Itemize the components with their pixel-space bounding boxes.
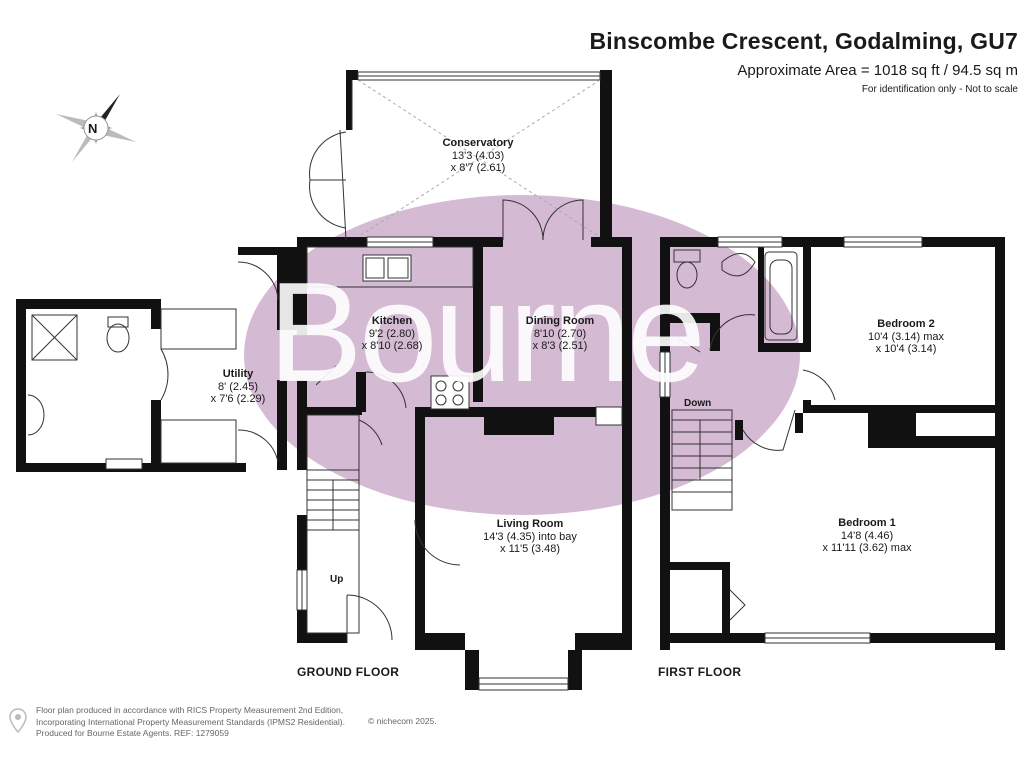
room-name: Bedroom 2 <box>877 318 935 330</box>
copyright-text: © nichecom 2025. <box>368 716 437 726</box>
room-name: Dining Room <box>525 315 595 327</box>
room-name: Conservatory <box>442 137 514 149</box>
room-dining: Dining Room 8'10 (2.70) x 8'3 (2.51) <box>526 315 594 353</box>
room-conservatory: Conservatory 13'3 (4.03) x 8'7 (2.61) <box>443 137 514 175</box>
footer-line: Produced for Bourne Estate Agents. REF: … <box>36 728 229 738</box>
room-dimension: 13'3 (4.03) <box>451 149 505 162</box>
room-dimension: 8' (2.45) <box>217 380 258 393</box>
footer-line: Floor plan produced in accordance with R… <box>36 705 344 715</box>
stairs-down-label: Down <box>684 398 712 409</box>
stairs-up-label: Up <box>330 574 344 585</box>
footer-text: Floor plan produced in accordance with R… <box>36 705 345 740</box>
footer-line: Incorporating International Property Mea… <box>36 716 345 727</box>
room-dimension: x 10'4 (3.14) <box>875 343 937 355</box>
room-name: Utility <box>222 368 254 380</box>
first-floor-walls <box>660 237 1005 650</box>
first-floor-fixtures <box>659 236 923 644</box>
room-dimension: 10'4 (3.14) max <box>867 330 945 343</box>
watermark-text: Bourne <box>268 253 706 412</box>
ground-floor-label: GROUND FLOOR <box>297 665 400 679</box>
ground-floor-walls <box>16 70 632 690</box>
room-utility: Utility 8' (2.45) x 7'6 (2.29) <box>211 368 266 406</box>
ground-floor-fixtures <box>27 71 623 691</box>
room-dimension: 14'3 (4.35) into bay <box>483 530 577 543</box>
room-living: Living Room 14'3 (4.35) into bay x 11'5 … <box>483 518 577 556</box>
room-name: Bedroom 1 <box>838 517 896 529</box>
disclaimer-note: For identification only - Not to scale <box>861 84 1018 95</box>
location-pin-icon <box>9 708 27 734</box>
room-name: Kitchen <box>371 315 413 327</box>
room-name: Living Room <box>496 518 564 530</box>
room-dimension: x 11'11 (3.62) max <box>822 542 912 554</box>
approximate-area: Approximate Area = 1018 sq ft / 94.5 sq … <box>737 62 1018 79</box>
room-bedroom-1: Bedroom 1 14'8 (4.46) x 11'11 (3.62) max <box>822 517 911 555</box>
room-kitchen: Kitchen 9'2 (2.80) x 8'10 (2.68) <box>362 315 423 353</box>
room-dimension: x 8'10 (2.68) <box>361 340 423 352</box>
room-dimension: x 8'3 (2.51) <box>532 340 588 352</box>
compass-north-label: N <box>88 121 98 136</box>
room-dimension: x 7'6 (2.29) <box>210 393 266 405</box>
page-title: Binscombe Crescent, Godalming, GU7 <box>589 28 1018 54</box>
room-dimension: x 11'5 (3.48) <box>500 543 560 555</box>
compass-rose-icon <box>56 94 136 162</box>
room-dimension: 8'10 (2.70) <box>533 327 587 340</box>
room-dimension: x 8'7 (2.61) <box>450 162 506 174</box>
room-dimension: 14'8 (4.46) <box>840 529 894 542</box>
room-bedroom-2: Bedroom 2 10'4 (3.14) max x 10'4 (3.14) <box>868 318 944 356</box>
first-floor-label: FIRST FLOOR <box>658 665 742 679</box>
room-dimension: 9'2 (2.80) <box>368 327 416 340</box>
